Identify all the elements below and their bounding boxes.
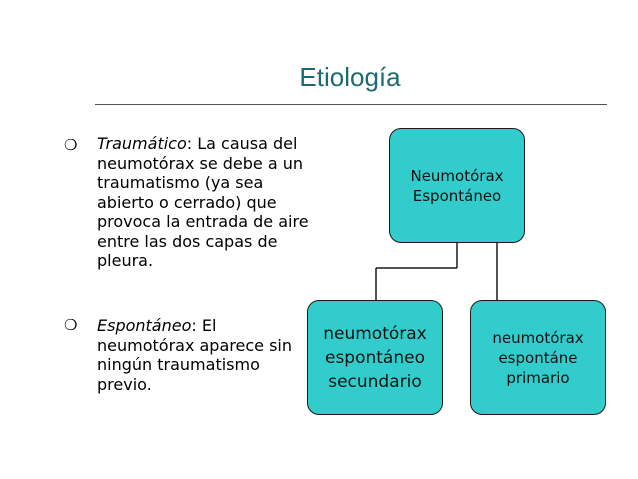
bullet-marker-icon: ❍ <box>64 136 78 154</box>
bullet-traumatico: Traumático: La causa del neumotórax se d… <box>97 134 312 271</box>
bullet-text: : La causa del neumotórax se debe a un t… <box>97 134 309 270</box>
bullet-term: Espontáneo <box>97 316 192 335</box>
node-espontaneo-secundario: neumotórax espontáneo secundario <box>307 300 443 415</box>
node-espontaneo-primario: neumotórax espontáne primario <box>470 300 606 415</box>
bullet-espontaneo: Espontáneo: El neumotórax aparece sin ni… <box>97 316 312 394</box>
title-underline <box>95 104 607 105</box>
bullet-text: : El neumotórax aparece sin ningún traum… <box>97 316 292 394</box>
slide-title: Etiología <box>299 62 401 92</box>
node-neumotorax-espontaneo: Neumotórax Espontáneo <box>389 128 525 243</box>
bullet-marker-icon: ❍ <box>64 316 78 334</box>
bullet-term: Traumático <box>97 134 187 153</box>
